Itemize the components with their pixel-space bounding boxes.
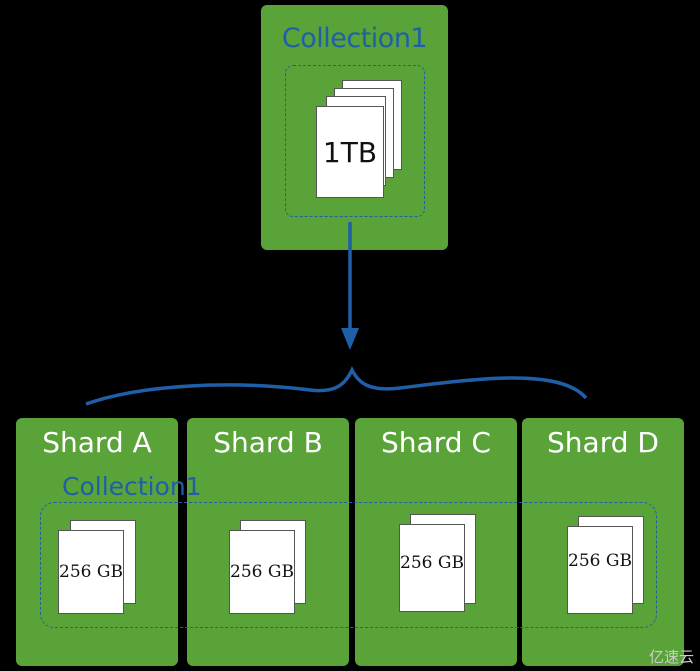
shard-b-title: Shard B [213,426,323,459]
sharded-collection-title: Collection1 [62,472,202,501]
source-size-label: 1TB [322,135,378,169]
source-collection-title: Collection1 [281,23,428,54]
shard-b-size-label: 256 GB [230,562,294,582]
watermark-logo: 亿速云 [648,649,694,666]
shard-c-title: Shard C [381,426,491,459]
shard-c-size-label: 256 GB [400,553,464,573]
shard-d-title: Shard D [547,426,659,459]
document-page-front: 256 GB [399,524,465,612]
document-page-front: 256 GB [58,530,124,614]
down-arrow-head [341,328,359,350]
shard-a-size-label: 256 GB [59,562,123,582]
source-collection-outline: 1TB [285,65,425,217]
sharded-collection-outline [40,502,657,628]
shard-a-title: Shard A [42,426,152,459]
document-page-front: 256 GB [567,526,633,614]
shard-c-box: Shard C [355,418,517,666]
document-page-front: 256 GB [229,530,295,614]
source-collection-box: Collection1 1TB [261,5,448,250]
shard-d-size-label: 256 GB [568,551,632,571]
document-page-front: 1TB [316,106,384,198]
shard-brace [85,365,588,406]
